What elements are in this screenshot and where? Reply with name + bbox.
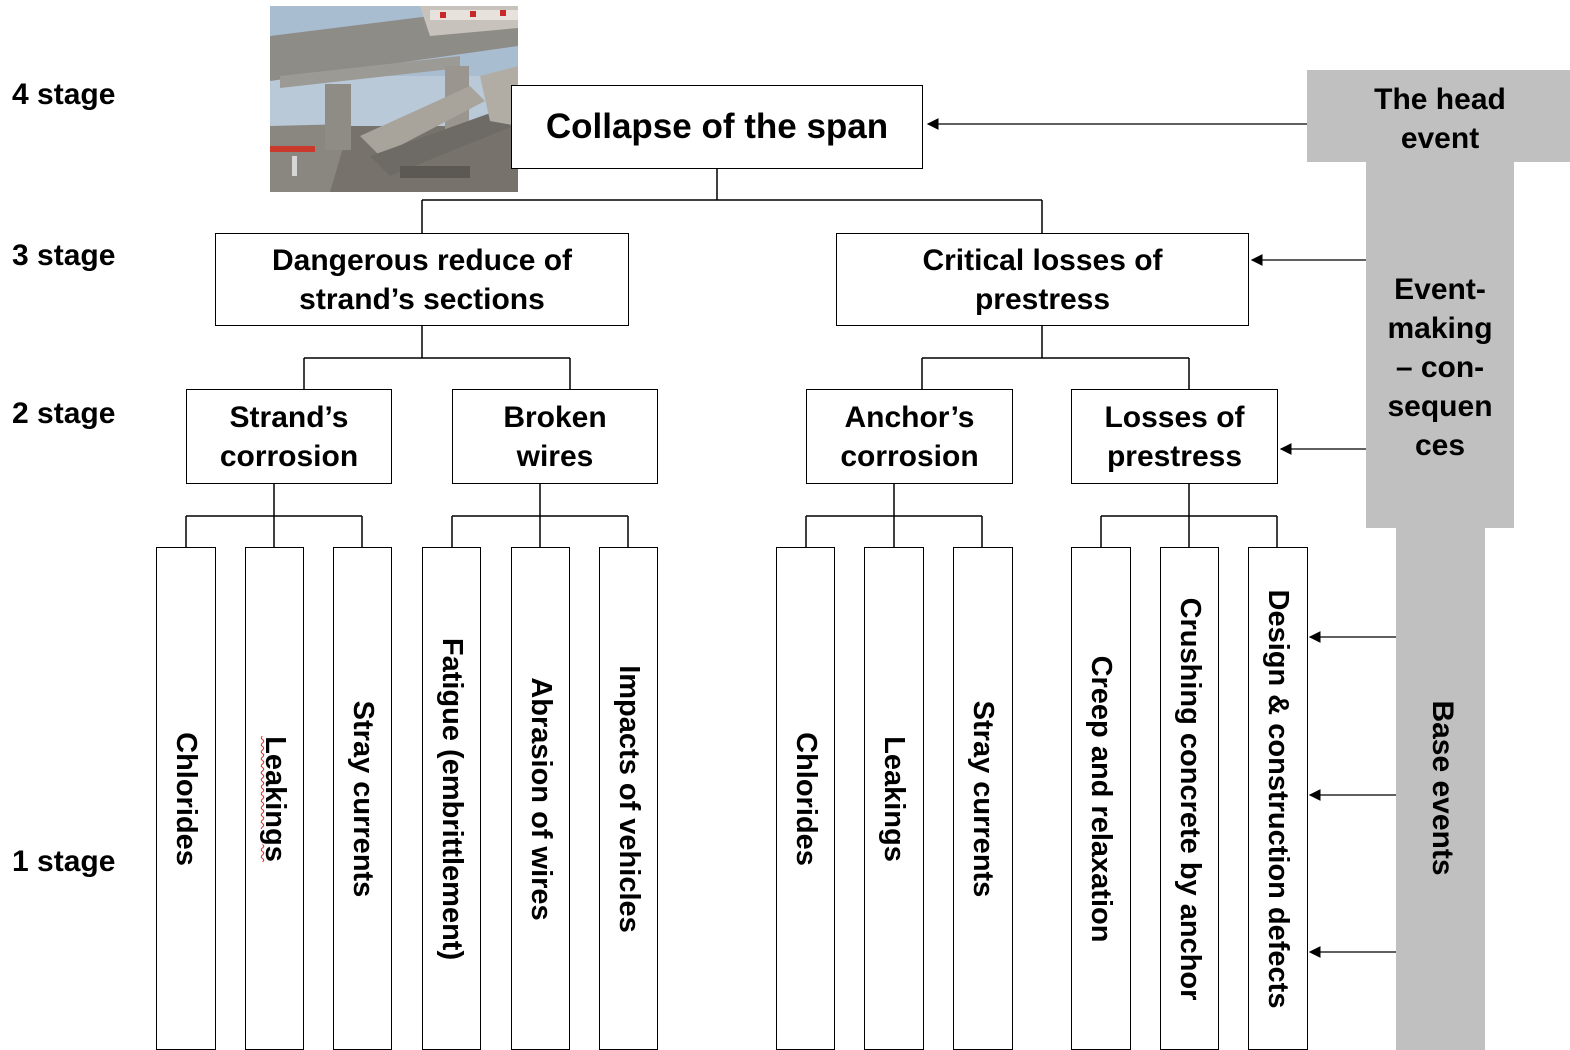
- level3-prestress-losses-box: Critical losses of prestress: [836, 233, 1249, 326]
- stage-2-label: 2 stage: [12, 397, 116, 430]
- leaf-label: Leakings: [258, 735, 291, 862]
- level2-anchor-corrosion-box: Anchor’s corrosion: [806, 389, 1013, 484]
- leaf-fatigue: Fatigue (embrittlement): [422, 547, 481, 1050]
- side-label-event-making: Event- making – con- sequen ces: [1387, 273, 1493, 462]
- leaf-leakings-2: Leakings: [864, 547, 924, 1050]
- leaf-label: Leakings: [878, 735, 910, 862]
- leaf-creep-and-relaxation: Creep and relaxation: [1071, 547, 1131, 1050]
- leaf-chlorides-2: Chlorides: [776, 547, 835, 1050]
- stage-1-label: 1 stage: [12, 845, 116, 878]
- leaf-leakings-1: Leakings: [245, 547, 304, 1050]
- leaf-stray-currents-2: Stray currents: [953, 547, 1013, 1050]
- leaf-abrasion-of-wires: Abrasion of wires: [511, 547, 570, 1050]
- leaf-label: Stray currents: [346, 700, 379, 897]
- leaf-crushing-concrete: Crushing concrete by anchor: [1160, 547, 1219, 1050]
- leaf-label: Chlorides: [789, 731, 822, 866]
- side-label-head-event: The head event: [1374, 83, 1506, 155]
- leaf-label: Crushing concrete by anchor: [1173, 597, 1206, 1000]
- side-band-base: [1396, 526, 1485, 1050]
- level2-strand-corrosion-box: Strand’s corrosion: [186, 389, 392, 484]
- level2-broken-wires-box: Broken wires: [452, 389, 658, 484]
- leaf-label: Chlorides: [170, 731, 202, 866]
- stage-4-label: 4 stage: [12, 78, 116, 111]
- leaf-label: Impacts of vehicles: [612, 664, 645, 933]
- level3-strand-sections-box: Dangerous reduce of strand’s sections: [215, 233, 629, 326]
- bridge-collapse-photo: [270, 6, 518, 192]
- leaf-impacts-of-vehicles: Impacts of vehicles: [599, 547, 658, 1050]
- leaf-stray-currents-1: Stray currents: [333, 547, 392, 1050]
- stage-3-label: 3 stage: [12, 239, 116, 272]
- leaf-label: Abrasion of wires: [524, 676, 557, 921]
- side-band-middle: [1366, 160, 1514, 528]
- level2-losses-prestress-box: Losses of prestress: [1071, 389, 1278, 484]
- leaf-label: Creep and relaxation: [1085, 655, 1117, 942]
- leaf-label: Stray currents: [967, 700, 999, 897]
- leaf-label: Design & construction defects: [1262, 589, 1294, 1008]
- leaf-label: Fatigue (embrittlement): [435, 637, 468, 960]
- leaf-chlorides-1: Chlorides: [156, 547, 216, 1050]
- head-event-box: Collapse of the span: [511, 85, 923, 169]
- side-band-head: [1307, 70, 1570, 162]
- leaf-design-construction-defects: Design & construction defects: [1248, 547, 1308, 1050]
